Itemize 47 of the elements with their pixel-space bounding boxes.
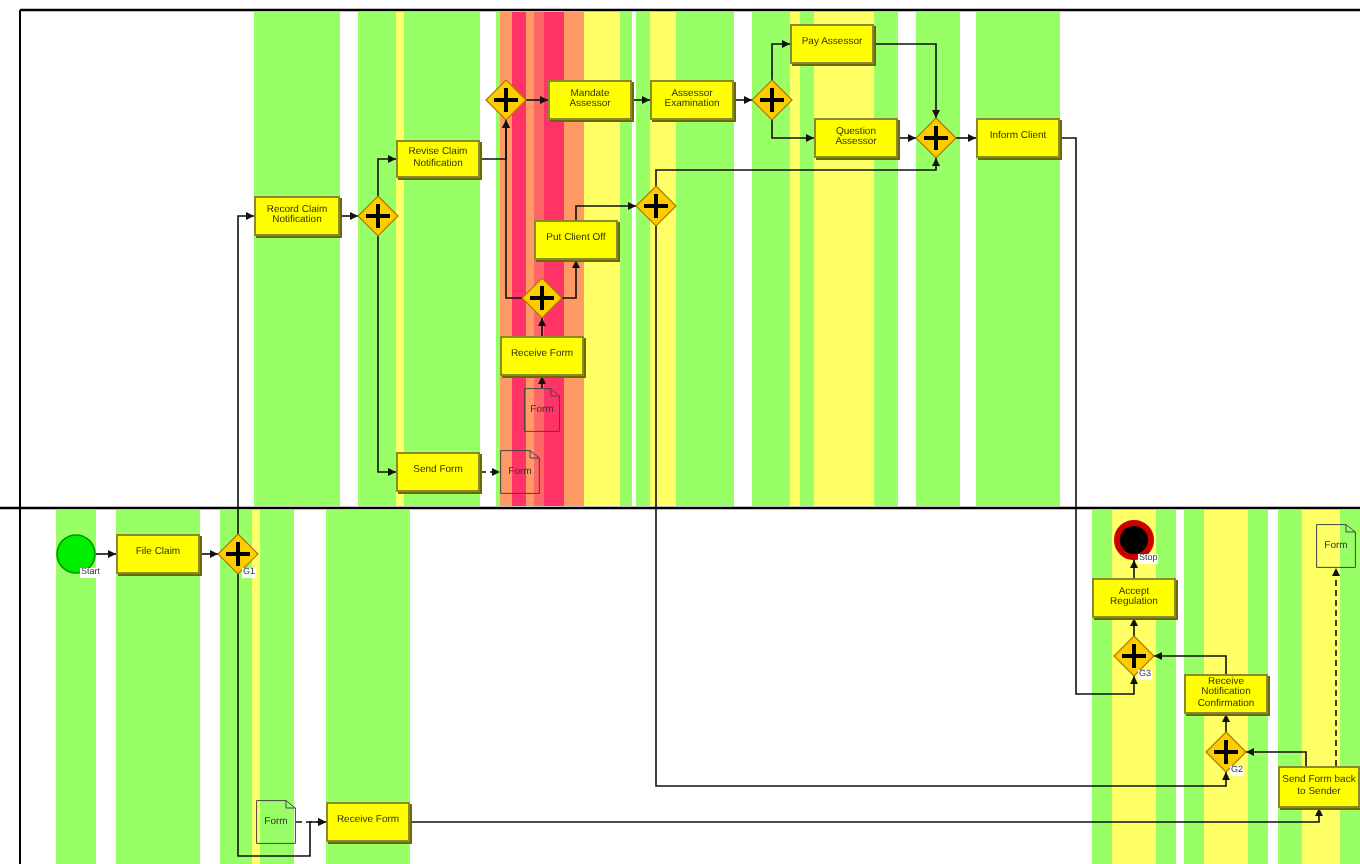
parallel-gateway xyxy=(916,118,956,158)
flow-arrow xyxy=(561,259,580,299)
flow-arrow xyxy=(1130,559,1138,579)
flow-arrow xyxy=(1153,652,1227,675)
start-event xyxy=(56,534,96,574)
flow-arrow xyxy=(525,96,549,104)
flow-arrow xyxy=(631,96,651,104)
flow-arrow xyxy=(733,96,753,104)
flow-arrow xyxy=(237,573,327,857)
dashed-arrow xyxy=(479,468,501,476)
flow-arrow xyxy=(502,119,523,299)
flow-arrow xyxy=(771,119,815,142)
flow-arrow xyxy=(655,157,940,187)
flow-arrow xyxy=(538,317,546,337)
flow-arrow xyxy=(1222,713,1230,733)
flow-arrow xyxy=(1059,137,1138,695)
flow-arrow xyxy=(377,235,397,476)
dashed-arrow xyxy=(538,375,546,389)
parallel-gateway xyxy=(486,80,526,120)
flow-arrow xyxy=(1130,617,1138,637)
dashed-arrow xyxy=(295,818,327,826)
data-object xyxy=(500,450,540,494)
parallel-gateway xyxy=(1206,732,1246,772)
flow-arrow xyxy=(955,134,977,142)
flow-arrow xyxy=(1245,748,1307,767)
flow-arrow xyxy=(575,202,637,221)
flow-arrow xyxy=(897,134,917,142)
flow-arrow xyxy=(237,212,255,535)
parallel-gateway xyxy=(358,196,398,236)
parallel-gateway xyxy=(752,80,792,120)
data-object xyxy=(1316,524,1356,568)
flow-arrow xyxy=(873,43,940,119)
flow-arrow xyxy=(409,807,1323,823)
parallel-gateway xyxy=(522,278,562,318)
parallel-gateway xyxy=(636,186,676,226)
parallel-gateway xyxy=(218,534,258,574)
flow-arrow xyxy=(377,155,397,197)
data-object xyxy=(524,388,560,432)
data-object xyxy=(256,800,296,844)
flow-arrow xyxy=(655,225,1230,787)
parallel-gateway xyxy=(1114,636,1154,676)
flow-arrow xyxy=(95,550,117,558)
dashed-arrow xyxy=(1332,567,1340,767)
end-event xyxy=(1114,520,1154,560)
flow-arrow xyxy=(199,550,219,558)
flow-arrow xyxy=(771,40,791,81)
flow-arrow xyxy=(339,212,359,220)
